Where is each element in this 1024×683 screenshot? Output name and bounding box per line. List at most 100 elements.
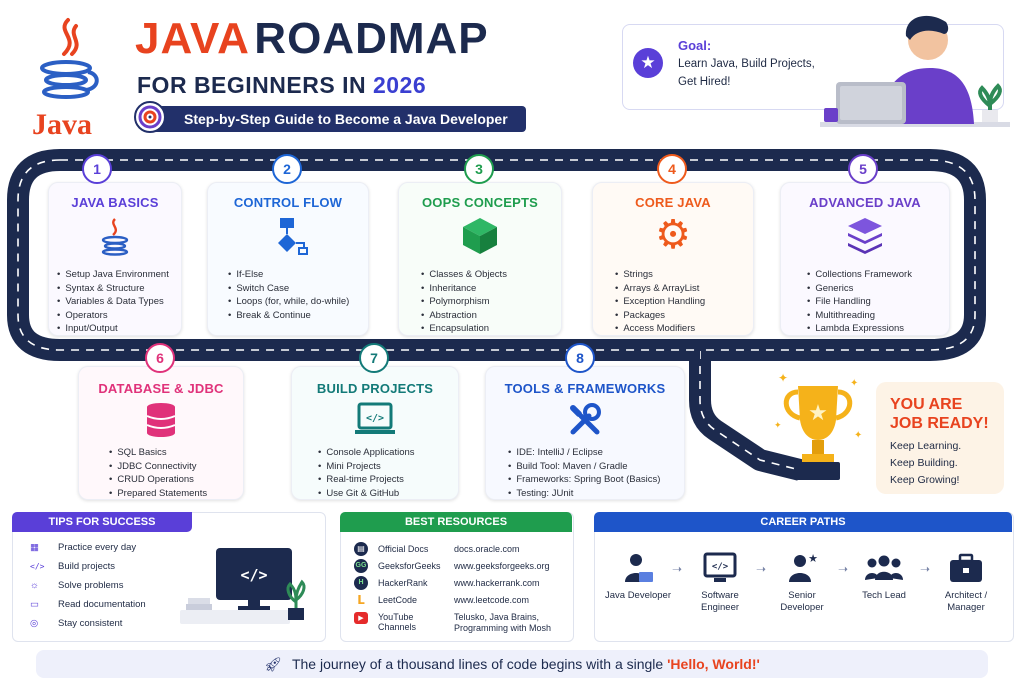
list-item: IDE: IntelliJ / Eclipse <box>508 446 684 460</box>
step-number-1: 1 <box>82 154 112 184</box>
list-item: Switch Case <box>228 282 368 296</box>
list-item: Abstraction <box>421 309 561 323</box>
trophy-icon: ★ ✦ ✦ ✦ ✦ <box>768 368 868 492</box>
svg-text:✦: ✦ <box>850 378 858 389</box>
list-item: Arrays & ArrayList <box>615 282 753 296</box>
target-icon-banner <box>134 101 166 133</box>
tip-item: ▭Read documentation <box>30 599 146 610</box>
hackerrank-icon: H <box>354 575 368 590</box>
team-icon <box>844 552 924 584</box>
step-card-advanced-java: ADVANCED JAVA Collections Framework Gene… <box>780 182 950 336</box>
step-items: If-Else Switch Case Loops (for, while, d… <box>228 268 368 322</box>
tips-header: TIPS FOR SUCCESS <box>12 512 192 532</box>
step-number-6: 6 <box>145 343 175 373</box>
tip-item: </>Build projects <box>30 561 116 572</box>
job-ready-line-1: Keep Learning. <box>890 440 962 452</box>
list-item: Real-time Projects <box>318 473 458 487</box>
step-title: CONTROL FLOW <box>233 195 343 210</box>
step-items: Classes & Objects Inheritance Polymorphi… <box>421 268 561 336</box>
list-item: Frameworks: Spring Boot (Basics) <box>508 473 684 487</box>
list-item: Collections Framework <box>807 268 949 282</box>
step-items: Console Applications Mini Projects Real-… <box>318 446 458 500</box>
svg-text:</>: </> <box>366 413 384 424</box>
step-title: DATABASE & JDBC <box>98 381 224 396</box>
code-icon: </> <box>30 562 45 571</box>
step-title: OOPS CONCEPTS <box>421 195 538 210</box>
list-item: Inheritance <box>421 282 561 296</box>
list-item: JDBC Connectivity <box>109 460 243 474</box>
list-item: Polymorphism <box>421 295 561 309</box>
list-item: CRUD Operations <box>109 473 243 487</box>
database-icon <box>79 402 243 438</box>
subtitle-prefix: FOR BEGINNERS IN <box>137 72 367 98</box>
step-title: BUILD PROJECTS <box>316 381 434 396</box>
goal-line-1: Learn Java, Build Projects, <box>678 58 815 70</box>
list-item: Use Git & GitHub <box>318 487 458 501</box>
svg-text:★: ★ <box>808 400 828 425</box>
goal-line-2: Get Hired! <box>678 76 731 88</box>
job-ready-box <box>876 382 1004 494</box>
goal-star-icon: ★ <box>633 48 663 78</box>
job-ready-title-2: JOB READY! <box>890 415 989 432</box>
careers-header: CAREER PATHS <box>594 512 1012 532</box>
job-ready-title-1: YOU ARE <box>890 396 963 413</box>
step-number-4: 4 <box>657 154 687 184</box>
list-item: Loops (for, while, do-while) <box>228 295 368 309</box>
step-card-database-jdbc: DATABASE & JDBC SQL Basics JDBC Connecti… <box>78 366 244 500</box>
java-logo-label: Java <box>32 108 92 141</box>
title-java: JAVA <box>135 14 250 63</box>
svg-text:</>: </> <box>712 562 729 572</box>
resources-section <box>340 512 574 642</box>
list-item: Build Tool: Maven / Gradle <box>508 460 684 474</box>
cube-icon <box>399 216 561 256</box>
page-title: JAVA ROADMAP <box>135 14 489 64</box>
title-roadmap: ROADMAP <box>254 14 489 63</box>
laptop-code-icon: </> <box>292 402 458 438</box>
list-item: Input/Output <box>57 322 181 336</box>
step-items: Setup Java Environment Syntax & Structur… <box>57 268 181 336</box>
step-number-2: 2 <box>272 154 302 184</box>
list-item: Operators <box>57 309 181 323</box>
step-card-oops-concepts: OOPS CONCEPTS Classes & Objects Inherita… <box>398 182 562 336</box>
step-items: Strings Arrays & ArrayList Exception Han… <box>615 268 753 336</box>
step-card-core-java: CORE JAVA ⚙ Strings Arrays & ArrayList E… <box>592 182 754 336</box>
calendar-icon: ▦ <box>30 542 39 553</box>
list-item: Strings <box>615 268 753 282</box>
briefcase-icon <box>926 552 1006 584</box>
list-item: Testing: JUnit <box>508 487 684 501</box>
step-items: SQL Basics JDBC Connectivity CRUD Operat… <box>109 446 243 500</box>
page-subtitle: FOR BEGINNERS IN 2026 <box>137 72 426 99</box>
step-title: CORE JAVA <box>635 195 711 210</box>
guide-banner: Step-by-Step Guide to Become a Java Deve… <box>150 106 526 132</box>
list-item: Generics <box>807 282 949 296</box>
tip-item: ▦Practice every day <box>30 542 137 553</box>
career-item-senior-developer: ★ Senior Developer <box>762 552 842 614</box>
senior-icon: ★ <box>762 552 842 584</box>
layers-icon <box>781 216 949 256</box>
list-item: Lambda Expressions <box>807 322 949 336</box>
resources-header: BEST RESOURCES <box>340 512 572 532</box>
list-item: Encapsulation <box>421 322 561 336</box>
svg-text:✦: ✦ <box>774 420 782 430</box>
tip-item: ◎Stay consistent <box>30 618 123 629</box>
career-item-software-engineer: </> Software Engineer <box>680 552 760 614</box>
guide-banner-text: Step-by-Step Guide to Become a Java Deve… <box>150 106 526 132</box>
svg-text:★: ★ <box>808 553 818 565</box>
step-card-control-flow: CONTROL FLOW If-Else Switch Case Loops (… <box>207 182 369 336</box>
career-arrow: ➝ <box>756 562 767 576</box>
list-item: Packages <box>615 309 753 323</box>
java-cup-icon <box>49 216 181 256</box>
step-title: ADVANCED JAVA <box>809 195 921 210</box>
java-cup-logo-icon <box>40 18 99 99</box>
youtube-icon: ▶ <box>354 612 368 624</box>
footer-highlight: 'Hello, World!' <box>667 656 760 672</box>
software-icon: </> <box>680 552 760 584</box>
list-item: If-Else <box>228 268 368 282</box>
job-ready-line-3: Keep Growing! <box>890 474 960 486</box>
step-items: Collections Framework Generics File Hand… <box>807 268 949 336</box>
list-item: Access Modifiers <box>615 322 753 336</box>
